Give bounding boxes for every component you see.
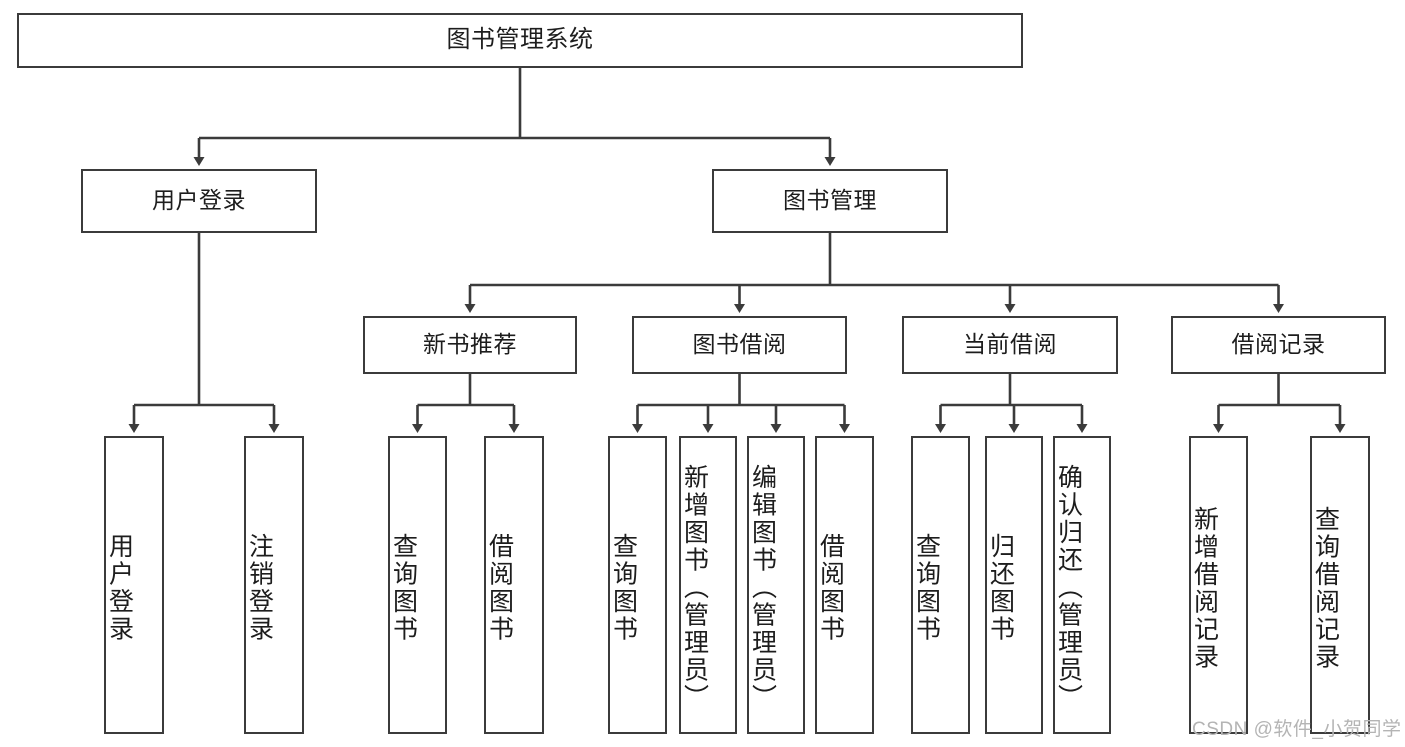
node-l3-c2[interactable]: 新增图书（管理员）	[679, 436, 737, 734]
node-l3-d1[interactable]: 查询图书	[911, 436, 970, 734]
node-l3-a1[interactable]: 用户登录	[104, 436, 164, 734]
watermark-text: CSDN @软件_小贺同学	[1192, 719, 1402, 740]
node-l2-newbook[interactable]: 新书推荐	[363, 316, 577, 374]
node-l3-b2[interactable]: 借阅图书	[484, 436, 544, 734]
node-label: 新增借阅记录	[1190, 505, 1219, 671]
node-l3-d3[interactable]: 确认归还（管理员）	[1053, 436, 1111, 734]
node-l3-e2[interactable]: 查询借阅记录	[1310, 436, 1370, 734]
node-l3-d2[interactable]: 归还图书	[985, 436, 1043, 734]
node-l2-borrow[interactable]: 图书借阅	[632, 316, 847, 374]
node-l3-c3[interactable]: 编辑图书（管理员）	[747, 436, 805, 734]
node-l2-current[interactable]: 当前借阅	[902, 316, 1118, 374]
node-label: 归还图书	[986, 533, 1015, 643]
node-label: 图书借阅	[692, 331, 787, 358]
node-l3-c1[interactable]: 查询图书	[608, 436, 667, 734]
node-l3-e1[interactable]: 新增借阅记录	[1189, 436, 1248, 734]
node-l1-login[interactable]: 用户登录	[81, 169, 317, 233]
node-label: 查询借阅记录	[1311, 505, 1340, 671]
node-label: 借阅图书	[485, 533, 514, 643]
node-label: 借阅图书	[816, 533, 845, 643]
node-label: 当前借阅	[963, 331, 1057, 358]
node-label: 注销登录	[245, 533, 274, 643]
node-label: 查询图书	[389, 533, 418, 643]
node-l2-records[interactable]: 借阅记录	[1171, 316, 1386, 374]
node-l3-b1[interactable]: 查询图书	[388, 436, 447, 734]
node-label: 用户登录	[152, 187, 246, 214]
node-label: 编辑图书（管理员）	[748, 464, 777, 712]
node-label: 确认归还（管理员）	[1054, 464, 1083, 712]
node-l1-bookmgmt[interactable]: 图书管理	[712, 169, 948, 233]
node-l3-a2[interactable]: 注销登录	[244, 436, 304, 734]
node-label: 图书管理系统	[446, 26, 594, 54]
node-root[interactable]: 图书管理系统	[17, 13, 1023, 68]
node-label: 新增图书（管理员）	[680, 464, 709, 712]
node-label: 查询图书	[912, 533, 941, 643]
node-label: 查询图书	[609, 533, 638, 643]
node-label: 图书管理	[783, 187, 877, 214]
node-l3-c4[interactable]: 借阅图书	[815, 436, 874, 734]
node-label: 借阅记录	[1231, 331, 1326, 358]
node-label: 新书推荐	[423, 331, 517, 358]
node-label: 用户登录	[105, 533, 134, 643]
